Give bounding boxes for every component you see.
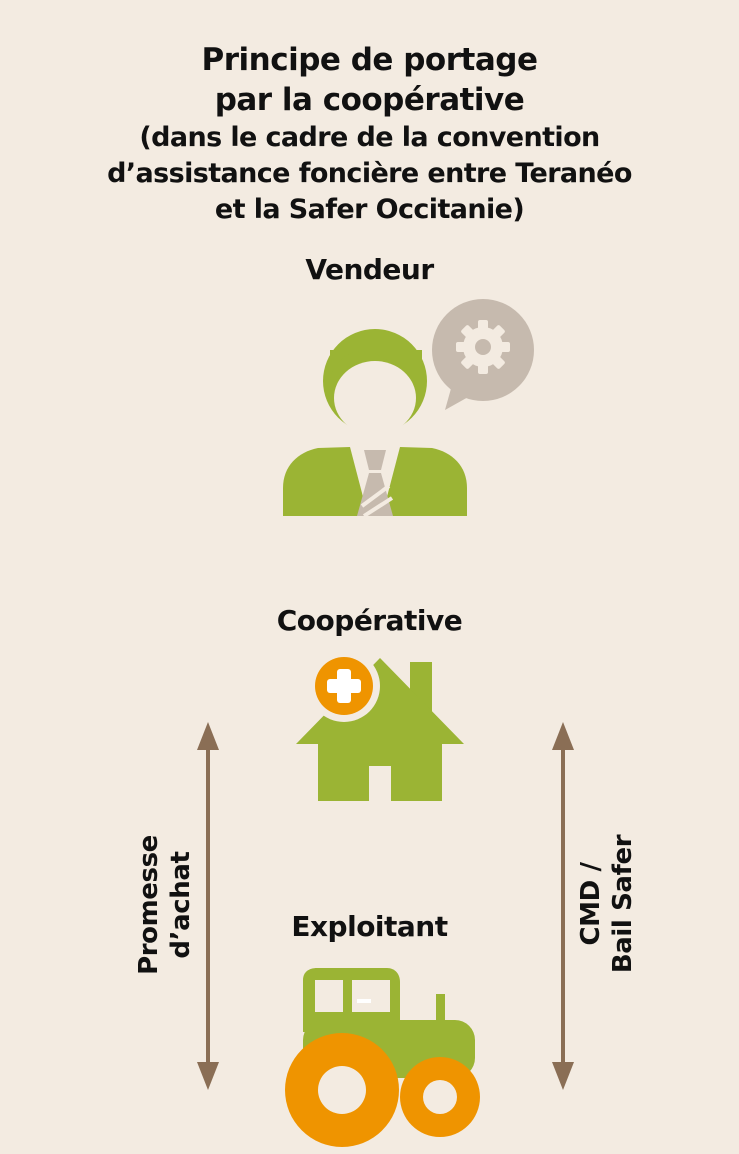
title-line-4: d’assistance foncière entre Teranéo: [107, 158, 632, 189]
vendeur-label: Vendeur: [305, 253, 434, 286]
speech-bubble-gear-icon: [432, 299, 534, 410]
promesse-achat-label: Promesse d’achat: [133, 835, 197, 975]
exploitant-label: Exploitant: [291, 910, 448, 943]
tractor-icon: [285, 968, 480, 1147]
title-line-2: par la coopérative: [214, 82, 525, 118]
cmd-bail-safer-label: CMD / Bail Safer: [575, 835, 639, 973]
left-double-arrow: [197, 722, 219, 1090]
cooperative-label: Coopérative: [276, 604, 463, 637]
promesse-achat-line1: Promesse: [134, 835, 164, 975]
title-line-3: (dans le cadre de la convention: [139, 122, 600, 153]
cmd-bail-safer-line2: Bail Safer: [608, 834, 638, 974]
diagram-title: Principe de portage par la coopérative (…: [0, 40, 739, 228]
title-line-1: Principe de portage: [201, 42, 538, 78]
promesse-achat-line2: d’achat: [166, 851, 196, 959]
plus-badge-icon: [308, 650, 380, 722]
right-double-arrow: [552, 722, 574, 1090]
house-icon: [296, 650, 464, 801]
title-line-5: et la Safer Occitanie): [214, 194, 525, 225]
cmd-bail-safer-line1: CMD /: [576, 862, 606, 946]
person-icon: [283, 299, 534, 518]
